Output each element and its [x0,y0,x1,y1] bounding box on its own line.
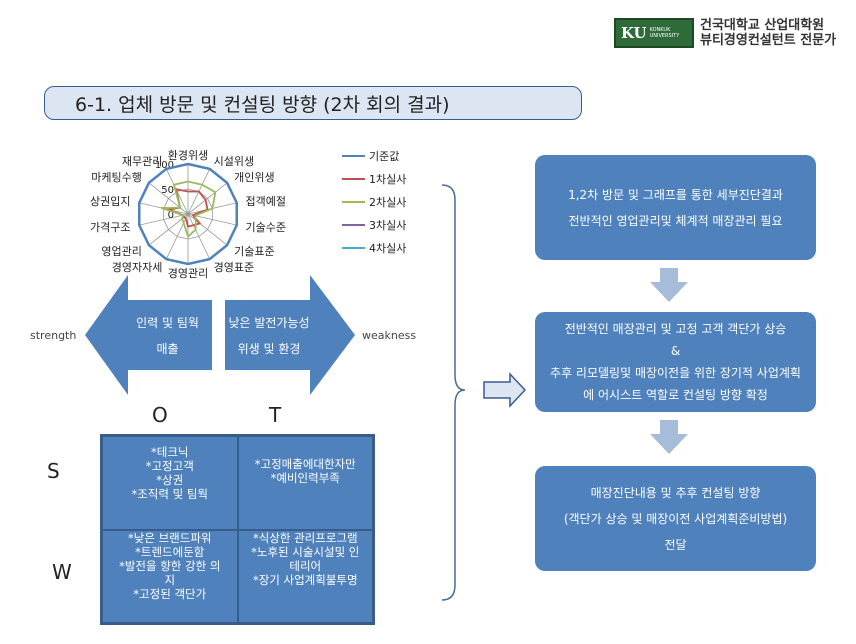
radar-axis-label: 접객예절 [246,195,286,208]
radar-axis-label: 환경위생 [168,149,208,162]
step1-line2: 전반적인 영업관리및 체계적 매장관리 필요 [568,213,783,228]
swot-t: T [269,403,282,427]
radar-series-3 [160,180,217,239]
step-box-3: 매장진단내용 및 추후 컨설팅 방향 (객단가 상승 및 매장이전 사업계획준비방… [535,466,816,571]
radar-axis-label: 상권입지 [90,195,130,208]
right-brace [441,184,466,601]
radar-axis-label: 경영자자세 [112,261,163,274]
right-arrow-line2: 위생 및 환경 [237,342,301,356]
step2-line3: 추후 리모델링및 매장이전을 위한 장기적 사업계획에 어시스트 역할로 컨설팅… [550,366,801,402]
swot-item: *상권 [156,473,184,487]
swot-item: *장기 사업계획불투명 [252,572,358,587]
step2-line1: 전반적인 매장관리 및 고정 고객 객단가 상승 [564,322,787,336]
legend-label: 4차실사 [369,242,406,255]
swot-item: *트렌드에둔함 [135,544,205,559]
radar-spoke [187,213,211,260]
right-arrow [225,275,355,395]
swot-item: *고정고객 [145,459,194,473]
bracket-and-arrow [441,184,527,601]
step1-line1: 1,2차 방문 및 그래프를 통한 세부진단결과 [568,187,783,202]
swot-grid: *테크닉*고정고객*상권*조직력 및 팀웍 *고정매출에대한자만*예비인력부족 … [100,434,375,625]
step3-line2: (객단가 상승 및 매장이전 사업계획준비방법) [563,511,788,526]
step2-line2: & [670,344,681,358]
right-block-arrow [483,372,527,408]
swot-item: *고정매출에대한자만 [254,457,356,471]
swot-item: *예비인력부족 [270,471,340,485]
down-arrow-2 [650,420,688,454]
radar-axis-label: 마케팅수행 [91,171,142,184]
legend-label: 1차실사 [369,173,406,186]
page-title: 6-1. 업체 방문 및 컨설팅 방향 (2차 회의 결과) [44,86,582,120]
swot-item: *테크닉 [151,445,189,459]
swot-item: *발전을 향한 강한 의지 [119,558,221,587]
radar-axis-label: 경영표준 [214,261,254,274]
strength-label: strength [30,329,77,342]
org-line2: 뷰티경영컨설턴트 전문가 [700,33,837,48]
strength-weakness-arrows [85,275,355,395]
swot-w: W [52,560,72,584]
radar-series-1 [138,162,238,266]
swot-item: *식상한 관리프로그램 [252,530,358,545]
swot-o: O [152,403,168,427]
radar-axis-label: 시설위생 [214,155,254,168]
swot-item: *낮은 브랜드파워 [128,530,212,545]
step3-line3: 전달 [664,537,687,552]
radar-axis-label: 경영관리 [168,267,208,280]
swot-item: *조직력 및 팀웍 [131,487,209,501]
radar-spoke [165,213,189,260]
right-arrow-line1: 낮은 발전가능성 [228,316,310,330]
legend-label: 기준값 [369,150,399,163]
radar-spoke [187,213,228,246]
legend-label: 3차실사 [369,219,406,232]
weakness-label: weakness [362,329,417,342]
swot-wt-cell: *식상한 관리프로그램*노후된 시술시설및 인테리어*장기 사업계획불투명 [237,529,373,623]
swot-st-cell: *고정매출에대한자만*예비인력부족 [237,436,373,530]
radar-axis-label: 개인위생 [234,171,274,184]
radar-tick-label: 0 [168,210,174,221]
radar-tick-label: 50 [161,185,174,196]
org-line1: 건국대학교 산업대학원 [700,18,825,33]
radar-axis-label: 기술표준 [234,245,274,258]
step3-line1: 매장진단내용 및 추후 컨설팅 방향 [590,485,761,500]
left-arrow-line1: 인력 및 팀웍 [136,316,199,330]
radar-axis-label: 영업관리 [101,245,141,258]
radar-spoke [148,182,189,215]
step-box-2: 전반적인 매장관리 및 고정 고객 객단가 상승 & 추후 리모델링및 매장이전을 … [535,312,816,412]
radar-axis-label: 재무관리 [122,155,162,168]
legend-label: 2차실사 [369,196,406,209]
swot-wo-cell: *낮은 브랜드파워*트렌드에둔함*발전을 향한 강한 의지*고정된 객단가 [102,529,238,623]
radar-axis-label: 기술수준 [246,221,286,234]
swot-so-cell: *테크닉*고정고객*상권*조직력 및 팀웍 [102,436,238,530]
swot-item: *노후된 시술시설및 인테리어 [251,544,360,573]
radar-tick-label: 100 [155,160,174,171]
swot-item: *고정된 객단가 [133,586,207,601]
radar-spoke [139,213,189,226]
left-arrow-line2: 매출 [156,342,179,356]
down-arrow-1 [650,268,688,302]
radar-axis-label: 가격구조 [90,221,130,234]
radar-spoke [187,182,228,215]
swot-s: S [47,459,60,483]
left-arrow [85,275,212,395]
